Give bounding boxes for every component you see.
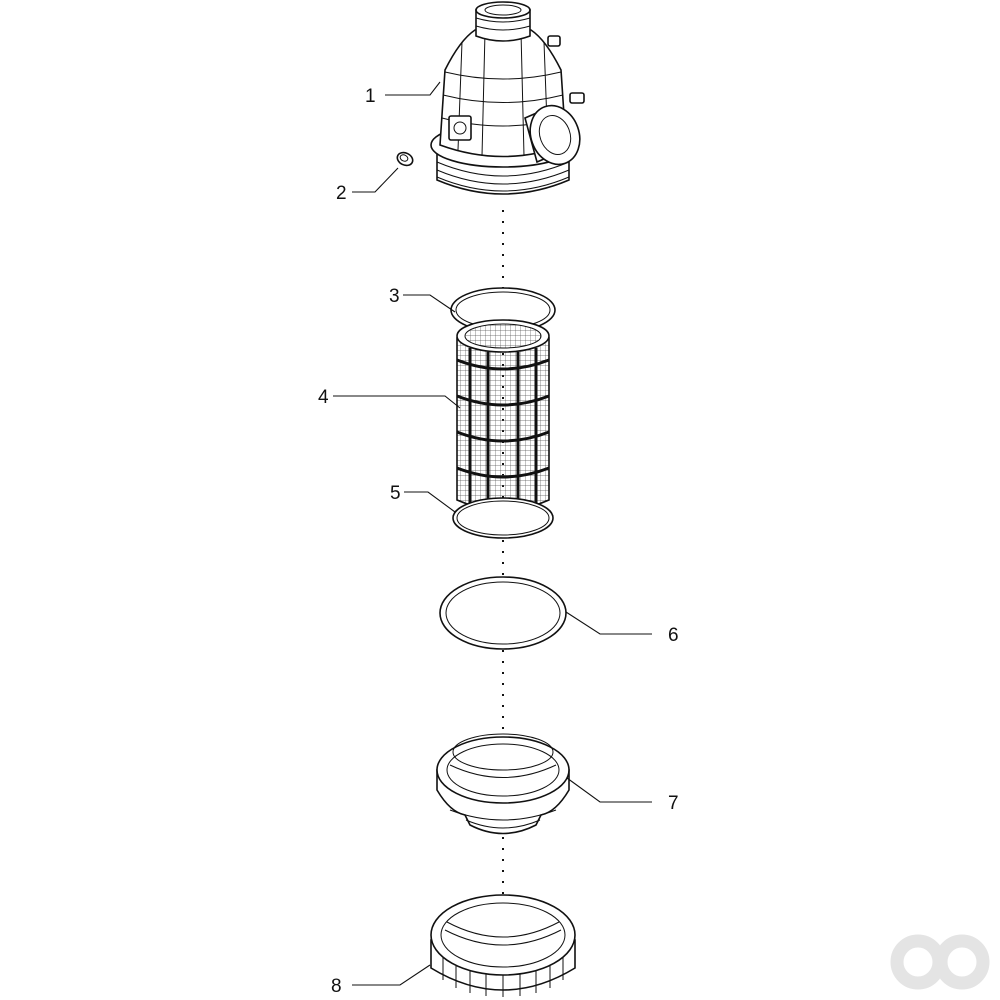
filter-screen [456,319,550,514]
callout-8: 8 [331,976,342,997]
callout-5: 5 [390,483,401,504]
callout-6: 6 [668,625,679,646]
o-ring-large [439,576,567,650]
plug [396,151,414,167]
agco-parts-logo-icon [890,934,990,990]
callout-2: 2 [336,183,347,204]
leader-lines [333,81,652,986]
callout-7: 7 [668,793,679,814]
bowl-collar [436,733,570,835]
o-ring-screen [452,497,554,539]
retaining-nut [430,894,576,997]
filter-housing [430,1,585,195]
callout-3: 3 [389,286,400,307]
callout-1: 1 [365,86,376,107]
callout-4: 4 [318,387,329,408]
